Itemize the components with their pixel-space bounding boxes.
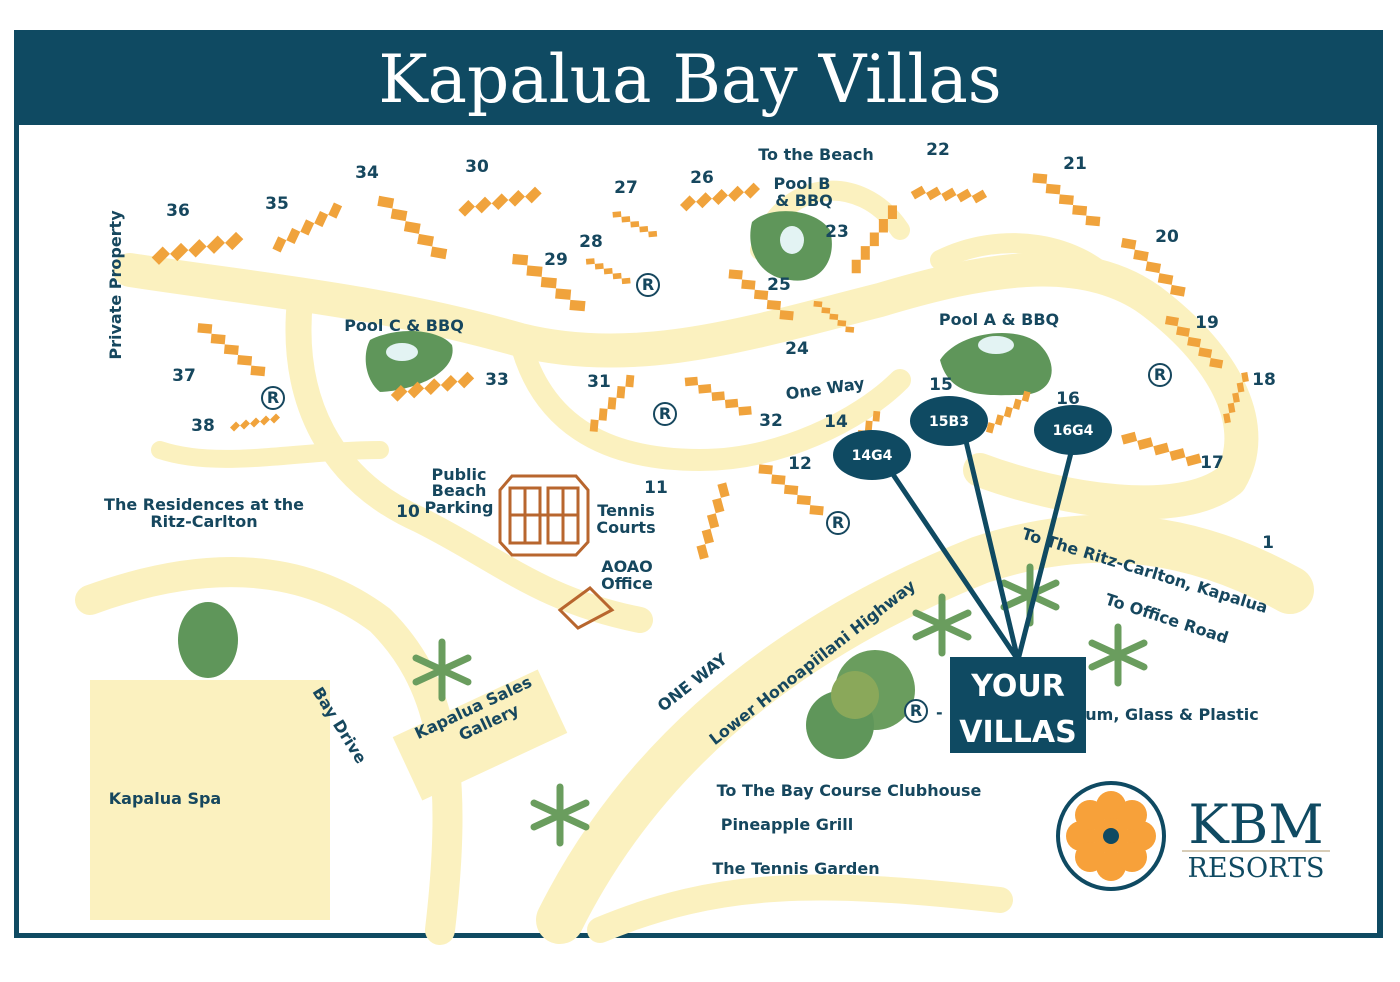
label-pool-c: Pool C & BBQ [344,316,464,335]
building-number: 11 [644,478,668,498]
building-number: 30 [465,157,489,177]
svg-text:KBM: KBM [1188,793,1323,856]
building-number: 36 [166,201,190,221]
svg-text:R: R [1154,365,1166,384]
label-pineapple-grill: Pineapple Grill [721,815,854,834]
label-spa: Kapalua Spa [109,789,221,808]
your-villas-box [950,657,1086,753]
building-number: 38 [191,416,215,436]
building-number: 33 [485,370,509,390]
label-parking-3: Parking [425,498,494,517]
pool-a [940,333,1052,396]
recycling-icon: R [826,511,850,535]
label-pool-b: Pool B [774,174,831,193]
recycling-markers: R R R R R R [261,273,1172,723]
svg-text:15B3: 15B3 [929,414,969,430]
label-aoao-2: Office [601,574,653,593]
label-pool-b-bbq: & BBQ [775,191,833,210]
recycling-icon: R [653,402,677,426]
your-villas-line2: VILLAS [959,715,1076,750]
building-number: 12 [788,454,812,474]
building-numbers: 36 35 34 30 27 26 28 29 23 25 24 22 21 2… [166,140,1276,553]
label-private-property: Private Property [106,210,125,360]
building-number: 27 [614,178,638,198]
svg-text:R: R [642,275,654,294]
building-number: 31 [587,372,611,392]
label-tennis-1: Tennis [597,501,654,520]
building-number: 26 [690,168,714,188]
building-number: 19 [1195,313,1219,333]
recycling-icon: R [904,699,928,723]
building-number: 29 [544,250,568,270]
building-number: 18 [1252,370,1276,390]
building-number: 37 [172,366,196,386]
building-number: 20 [1155,227,1179,247]
map-title: Kapalua Bay Villas [378,41,1001,118]
pools [365,211,1052,396]
building-number: 34 [355,163,379,183]
building-number: 15 [929,375,953,395]
pin-14g4[interactable]: 14G4 [833,430,911,480]
aoao-office-shape [557,586,615,630]
building-number: 35 [265,194,289,214]
recycling-icon: R [1148,363,1172,387]
svg-text:R: R [910,701,922,720]
building-number: 16 [1056,389,1080,409]
building-number: 32 [759,411,783,431]
svg-text:14G4: 14G4 [852,448,893,464]
label-recycling: um, Glass & Plastic [1085,705,1258,724]
label-tennis-2: Courts [596,518,655,537]
trees [178,567,1144,843]
svg-text:R: R [659,404,671,423]
pool-c [365,330,453,392]
label-parking-1: Public [431,465,486,484]
your-villas-line1: YOUR [970,669,1065,704]
kbm-logo: KBM RESORTS [1056,781,1330,891]
label-clubhouse: To The Bay Course Clubhouse [717,781,982,800]
recycling-icon: R [636,273,660,297]
label-parking-2: Beach [432,481,487,500]
label-pool-a: Pool A & BBQ [939,310,1059,329]
pin-15b3[interactable]: 15B3 [910,396,988,446]
label-tennis-garden: The Tennis Garden [712,859,879,878]
villa-pointers: 14G4 15B3 16G4 YOUR VILLAS [833,396,1112,753]
label-aoao-1: AOAO [601,557,653,576]
label-to-beach: To the Beach [758,145,874,164]
building-number: 1 [1262,533,1274,553]
building-number: 28 [579,232,603,252]
building-number: 21 [1063,154,1087,174]
svg-text:R: R [832,513,844,532]
roads [75,180,1314,945]
tennis-courts-shape [498,474,615,630]
building-number: 10 [396,502,420,522]
label-recycle-dash: - [936,703,943,722]
building-number: 17 [1200,453,1224,473]
building-number: 14 [824,412,848,432]
svg-text:16G4: 16G4 [1053,423,1094,439]
svg-text:RESORTS: RESORTS [1187,853,1324,884]
svg-text:R: R [267,388,279,407]
building-number: 23 [825,222,849,242]
building-number: 25 [767,275,791,295]
pin-16g4[interactable]: 16G4 [1034,405,1112,455]
recycling-icon: R [261,386,285,410]
building-number: 22 [926,140,950,160]
building-number: 24 [785,339,809,359]
flower-icon [1066,791,1156,881]
label-residences: The Residences at the [104,495,304,514]
label-residences-2: Ritz-Carlton [150,512,257,531]
